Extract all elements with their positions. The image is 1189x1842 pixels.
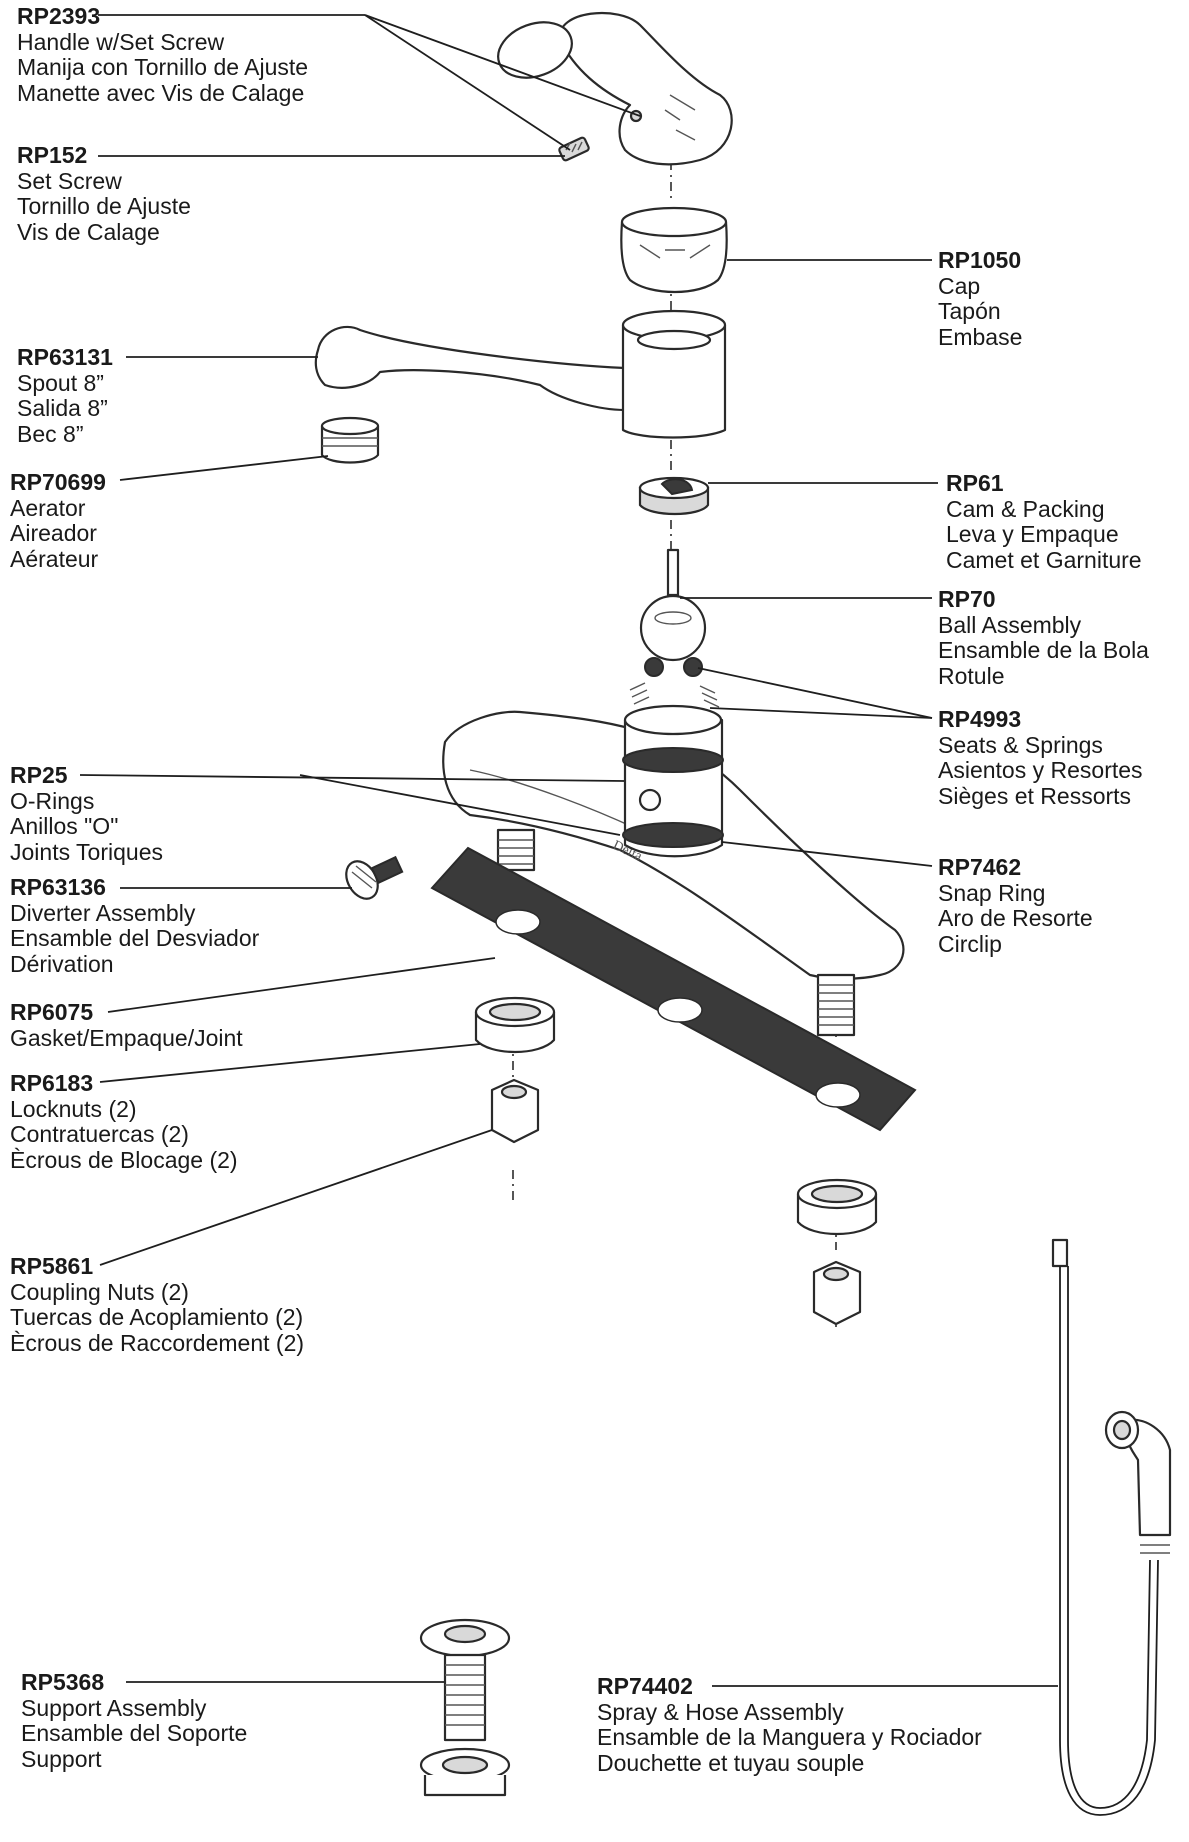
coupling-nut-left-drawing xyxy=(490,1078,540,1144)
part-desc: Tapón xyxy=(938,298,1001,324)
part-code: RP70 xyxy=(938,586,996,612)
part-desc: Cap xyxy=(938,272,981,299)
part-desc: Aérateur xyxy=(10,545,99,572)
part-code: RP152 xyxy=(17,142,88,168)
part-desc: Ècrous de Blocage (2) xyxy=(10,1146,238,1173)
part-desc: Spout 8” xyxy=(17,369,104,396)
part-desc: Aro de Resorte xyxy=(938,905,1093,931)
part-desc: Handle w/Set Screw xyxy=(17,28,225,55)
part-code: RP6183 xyxy=(10,1070,94,1096)
label-rp61: RP61 Cam & Packing Leva y Empaque Camet … xyxy=(946,470,1142,573)
ball-housing-drawing xyxy=(622,704,724,858)
part-code: RP63131 xyxy=(17,344,113,370)
label-rp2393: RP2393 Handle w/Set Screw Manija con Tor… xyxy=(17,3,309,106)
part-desc: Ball Assembly xyxy=(938,611,1082,638)
shank-drawing xyxy=(496,828,856,1037)
label-rp70: RP70 Ball Assembly Ensamble de la Bola R… xyxy=(938,586,1149,689)
part-desc: Coupling Nuts (2) xyxy=(10,1278,189,1305)
part-desc: Aireador xyxy=(10,520,97,546)
part-desc: Rotule xyxy=(938,662,1005,689)
part-desc: Ensamble del Soporte xyxy=(21,1720,248,1746)
part-code: RP6075 xyxy=(10,999,94,1025)
gasket-drawing xyxy=(430,846,917,1132)
locknut-right-drawing xyxy=(796,1178,878,1236)
part-desc: Support xyxy=(21,1745,102,1772)
part-desc: Seats & Springs xyxy=(938,731,1103,758)
part-code: RP5368 xyxy=(21,1669,105,1695)
support-assembly-drawing xyxy=(419,1618,511,1797)
part-code: RP70699 xyxy=(10,469,106,495)
part-desc: Sièges et Ressorts xyxy=(938,782,1132,809)
label-rp63131: RP63131 Spout 8” Salida 8” Bec 8” xyxy=(17,344,113,447)
part-desc: Snap Ring xyxy=(938,879,1046,906)
part-desc: Embase xyxy=(938,323,1023,350)
coupling-nut-right-drawing xyxy=(812,1260,862,1326)
part-desc: Set Screw xyxy=(17,167,122,194)
part-code: RP7462 xyxy=(938,854,1022,880)
part-desc: Anillos "O" xyxy=(10,813,119,839)
label-rp5861: RP5861 Coupling Nuts (2) Tuercas de Acop… xyxy=(10,1253,305,1356)
part-desc: Leva y Empaque xyxy=(946,521,1119,547)
part-desc: O-Rings xyxy=(10,787,95,814)
part-desc: Diverter Assembly xyxy=(10,899,196,926)
part-code: RP74402 xyxy=(597,1673,693,1699)
part-desc: Vis de Calage xyxy=(17,218,160,245)
label-rp7462: RP7462 Snap Ring Aro de Resorte Circlip xyxy=(938,854,1093,957)
part-desc: Ècrous de Raccordement (2) xyxy=(10,1329,305,1356)
spout-drawing xyxy=(314,309,727,439)
set-screw-drawing xyxy=(558,136,590,162)
label-rp152: RP152 Set Screw Tornillo de Ajuste Vis d… xyxy=(17,142,191,245)
label-rp1050: RP1050 Cap Tapón Embase xyxy=(938,247,1023,350)
part-desc: Aerator xyxy=(10,494,86,521)
part-desc: Ensamble de la Bola xyxy=(938,637,1149,663)
label-rp4993: RP4993 Seats & Springs Asientos y Resort… xyxy=(938,706,1143,809)
ball-assembly-drawing xyxy=(639,548,707,662)
label-rp74402: RP74402 Spray & Hose Assembly Ensamble d… xyxy=(597,1673,982,1776)
part-code: RP4993 xyxy=(938,706,1022,732)
part-desc: Camet et Garniture xyxy=(946,546,1142,573)
part-desc: Manija con Tornillo de Ajuste xyxy=(17,54,309,80)
part-desc: Joints Toriques xyxy=(10,838,163,865)
part-desc: Tuercas de Acoplamiento (2) xyxy=(10,1304,304,1330)
part-code: RP25 xyxy=(10,762,68,788)
label-rp5368: RP5368 Support Assembly Ensamble del Sop… xyxy=(21,1669,248,1772)
part-desc: Locknuts (2) xyxy=(10,1095,137,1122)
part-desc: Asientos y Resortes xyxy=(938,757,1143,783)
part-code: RP2393 xyxy=(17,3,101,29)
part-desc: Salida 8” xyxy=(17,395,108,421)
handle-drawing xyxy=(497,11,733,166)
spray-hose-drawing xyxy=(1051,1238,1172,1816)
label-rp25: RP25 O-Rings Anillos "O" Joints Toriques xyxy=(10,762,163,865)
part-desc: Dérivation xyxy=(10,950,114,977)
part-desc: Ensamble de la Manguera y Rociador xyxy=(597,1724,982,1750)
label-rp70699: RP70699 Aerator Aireador Aérateur xyxy=(10,469,106,572)
cam-packing-drawing xyxy=(638,476,710,515)
part-desc: Douchette et tuyau souple xyxy=(597,1749,865,1776)
part-code: RP5861 xyxy=(10,1253,94,1279)
cap-drawing xyxy=(620,206,728,294)
part-desc: Bec 8” xyxy=(17,420,84,447)
part-desc: Contratuercas (2) xyxy=(10,1121,189,1147)
part-desc: Support Assembly xyxy=(21,1694,207,1721)
seats-springs-drawing xyxy=(629,657,720,708)
part-desc: Gasket/Empaque/Joint xyxy=(10,1024,243,1051)
label-rp6183: RP6183 Locknuts (2) Contratuercas (2) Èc… xyxy=(10,1070,238,1173)
part-code: RP61 xyxy=(946,470,1004,496)
leader-lines xyxy=(79,14,1058,1687)
part-desc: Manette avec Vis de Calage xyxy=(17,79,305,106)
part-code: RP1050 xyxy=(938,247,1022,273)
part-desc: Tornillo de Ajuste xyxy=(17,193,191,219)
label-rp63136: RP63136 Diverter Assembly Ensamble del D… xyxy=(10,874,260,977)
part-desc: Cam & Packing xyxy=(946,495,1105,522)
aerator-drawing xyxy=(320,416,380,464)
locknut-left-drawing xyxy=(474,996,556,1054)
part-desc: Ensamble del Desviador xyxy=(10,925,260,951)
diverter-drawing xyxy=(345,855,404,900)
label-rp6075: RP6075 Gasket/Empaque/Joint xyxy=(10,999,243,1051)
part-desc: Circlip xyxy=(938,930,1002,957)
part-desc: Spray & Hose Assembly xyxy=(597,1698,844,1725)
part-code: RP63136 xyxy=(10,874,106,900)
